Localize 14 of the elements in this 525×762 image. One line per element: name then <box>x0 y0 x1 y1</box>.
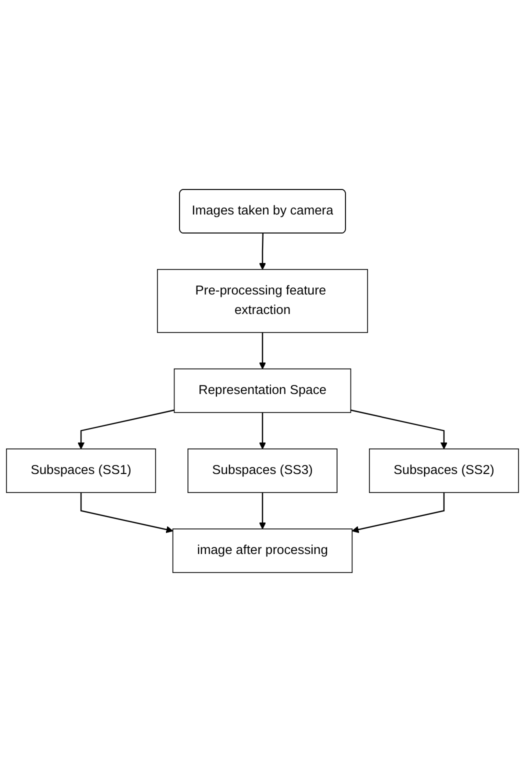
arrow <box>258 233 266 270</box>
node-box: Representation Space <box>174 368 352 413</box>
arrow <box>258 332 266 370</box>
node-box: Pre-processing feature extraction <box>157 269 368 333</box>
node-box: Subspaces (SS1) <box>6 448 156 493</box>
arrow <box>80 492 174 534</box>
node-box: image after processing <box>172 528 353 573</box>
arrow <box>77 410 174 450</box>
arrow <box>350 410 448 450</box>
arrow <box>258 412 266 450</box>
node-box: Subspaces (SS2) <box>369 448 519 493</box>
node-box: Subspaces (SS3) <box>188 448 338 493</box>
arrow <box>352 492 445 534</box>
arrow <box>258 492 266 530</box>
